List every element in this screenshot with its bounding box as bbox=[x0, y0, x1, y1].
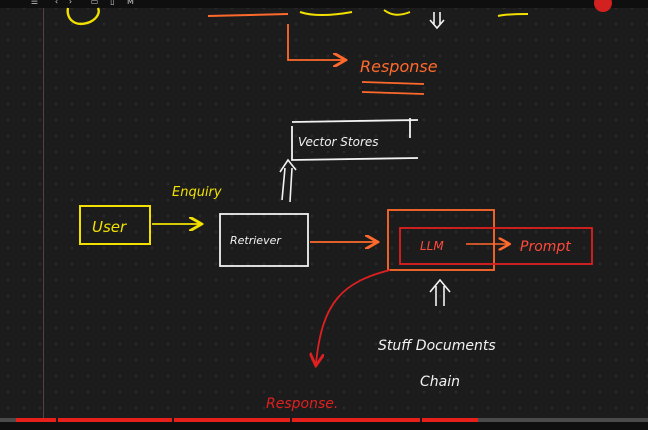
back-icon[interactable]: ‹ bbox=[54, 0, 59, 6]
stuff-documents-label: Stuff Documents bbox=[378, 338, 496, 354]
user-box[interactable]: User bbox=[79, 205, 151, 245]
user-label: User bbox=[92, 218, 127, 236]
llm-prompt-box[interactable]: LLM Prompt bbox=[399, 227, 593, 265]
arrow-to-top-response bbox=[287, 24, 344, 60]
chapter-marker bbox=[420, 418, 422, 422]
chapter-marker bbox=[172, 418, 174, 422]
retriever-to-vector-double-arrow bbox=[279, 158, 297, 203]
top-response-label: Response bbox=[360, 57, 438, 76]
lock-icon[interactable]: ▭ bbox=[90, 0, 99, 6]
llm-to-bottom-response-arrow bbox=[316, 269, 391, 364]
enquiry-label: Enquiry bbox=[172, 185, 222, 200]
retriever-box[interactable]: Retriever bbox=[219, 213, 309, 267]
prompt-label: Prompt bbox=[520, 239, 571, 255]
menu-icon[interactable]: ☰ bbox=[30, 0, 39, 6]
video-progress-bar[interactable] bbox=[0, 418, 648, 422]
margin-line bbox=[43, 8, 44, 420]
chapter-marker bbox=[290, 418, 292, 422]
video-progress-fill bbox=[16, 418, 478, 422]
record-icon[interactable] bbox=[594, 0, 612, 12]
vector-stores-box[interactable]: Vector Stores bbox=[291, 118, 419, 161]
page-icon[interactable]: ▯ bbox=[110, 0, 115, 6]
mail-icon[interactable]: M bbox=[127, 0, 134, 6]
top-toolbar: ☰ ‹ › ▭ ▯ M bbox=[0, 0, 648, 12]
chapter-marker bbox=[56, 418, 58, 422]
top-response-underline-2 bbox=[361, 91, 425, 95]
stuff-documents-double-arrow bbox=[429, 278, 451, 306]
llm-label: LLM bbox=[420, 239, 444, 253]
retriever-label: Retriever bbox=[230, 234, 282, 247]
bottom-response-label: Response. bbox=[266, 396, 338, 412]
chain-label: Chain bbox=[420, 374, 460, 390]
forward-icon[interactable]: › bbox=[68, 0, 73, 6]
vector-stores-label: Vector Stores bbox=[298, 135, 379, 149]
top-response-underline-1 bbox=[361, 81, 425, 85]
llm-outer-box bbox=[387, 209, 495, 271]
top-partial-strokes bbox=[66, 7, 529, 30]
bottom-bar bbox=[0, 422, 648, 430]
